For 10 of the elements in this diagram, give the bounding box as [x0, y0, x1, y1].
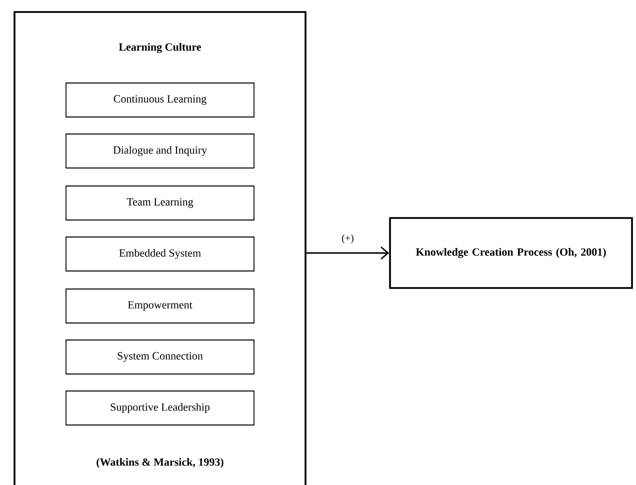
process-box: Supportive Leadership	[66, 390, 254, 426]
process-box: System Connection	[66, 340, 254, 374]
process-box: Continuous Learning	[66, 82, 254, 118]
process-box: Team Learning	[66, 186, 254, 220]
process-box: Knowledge Creation Process (Oh, 2001)	[389, 217, 633, 289]
process-box: Empowerment	[66, 288, 254, 324]
arrow	[306, 246, 390, 260]
edge-label: (+)	[342, 234, 354, 244]
process-box: Embedded System	[66, 236, 254, 272]
process-box: Dialogue and Inquiry	[66, 134, 254, 168]
